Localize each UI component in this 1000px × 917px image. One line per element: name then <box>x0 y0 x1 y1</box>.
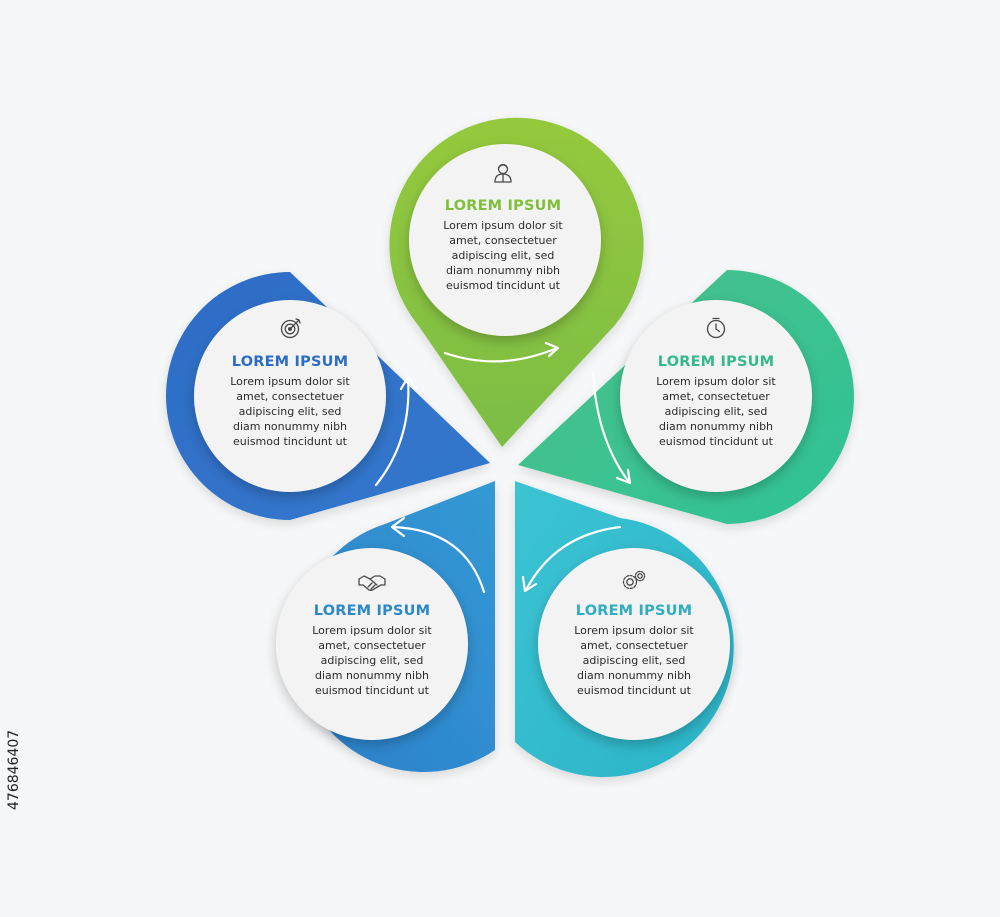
step-1-line-4: diam nonummy nibh <box>445 264 561 277</box>
step-2-line-5: euismod tincidunt ut <box>659 435 773 448</box>
step-3-line-4: diam nonummy nibh <box>576 669 692 682</box>
step-1-text: LOREM IPSUM Lorem ipsum dolor sit amet, … <box>408 198 598 293</box>
step-1-title: LOREM IPSUM <box>444 198 562 214</box>
arrow-step-5-to-1 <box>374 375 418 487</box>
step-1-line-3: adipiscing elit, sed <box>451 249 555 262</box>
step-5-title: LOREM IPSUM <box>231 354 349 370</box>
gears-icon <box>622 570 646 590</box>
target-icon <box>280 318 301 339</box>
step-5-text: LOREM IPSUM Lorem ipsum dolor sit amet, … <box>195 354 385 449</box>
step-4-line-3: adipiscing elit, sed <box>320 654 424 667</box>
step-4-line-2: amet, consectetuer <box>318 639 426 652</box>
step-2-text: LOREM IPSUM Lorem ipsum dolor sit amet, … <box>621 354 811 449</box>
step-4-line-1: Lorem ipsum dolor sit <box>312 624 432 637</box>
step-1-line-1: Lorem ipsum dolor sit <box>443 219 563 232</box>
circle-step-2 <box>620 300 812 492</box>
clock-icon <box>706 317 726 339</box>
step-3-line-5: euismod tincidunt ut <box>577 684 691 697</box>
step-3-line-1: Lorem ipsum dolor sit <box>574 624 694 637</box>
handshake-icon <box>358 575 386 591</box>
step-3-body: Lorem ipsum dolor sit amet, consectetuer… <box>539 623 729 698</box>
step-1-line-2: amet, consectetuer <box>449 234 557 247</box>
step-5-body: Lorem ipsum dolor sit amet, consectetuer… <box>195 374 385 449</box>
step-5-line-4: diam nonummy nibh <box>232 420 348 433</box>
circle-step-1 <box>409 144 601 336</box>
arrow-step-3-to-4 <box>521 525 622 593</box>
step-4-body: Lorem ipsum dolor sit amet, consectetuer… <box>277 623 467 698</box>
step-4-title: LOREM IPSUM <box>313 603 431 619</box>
step-5-line-5: euismod tincidunt ut <box>233 435 347 448</box>
person-icon <box>494 163 512 183</box>
circle-step-4 <box>276 548 468 740</box>
arrow-step-1-to-2 <box>443 341 560 363</box>
step-5-line-2: amet, consectetuer <box>236 390 344 403</box>
arrow-step-2-to-3 <box>591 371 632 485</box>
step-3-text: LOREM IPSUM Lorem ipsum dolor sit amet, … <box>539 603 729 698</box>
step-2-body: Lorem ipsum dolor sit amet, consectetuer… <box>621 374 811 449</box>
step-4-line-4: diam nonummy nibh <box>314 669 430 682</box>
step-4-line-5: euismod tincidunt ut <box>315 684 429 697</box>
circle-step-3 <box>538 548 730 740</box>
step-2-line-3: adipiscing elit, sed <box>664 405 768 418</box>
stock-id-label: 476846407 <box>6 729 22 811</box>
step-2-line-2: amet, consectetuer <box>662 390 770 403</box>
step-1-body: Lorem ipsum dolor sit amet, consectetuer… <box>408 218 598 293</box>
step-3-title: LOREM IPSUM <box>575 603 693 619</box>
step-2-line-1: Lorem ipsum dolor sit <box>656 375 776 388</box>
step-2-title: LOREM IPSUM <box>657 354 775 370</box>
step-3-line-2: amet, consectetuer <box>580 639 688 652</box>
step-4-text: LOREM IPSUM Lorem ipsum dolor sit amet, … <box>277 603 467 698</box>
step-5-line-1: Lorem ipsum dolor sit <box>230 375 350 388</box>
step-3-line-3: adipiscing elit, sed <box>582 654 686 667</box>
arrow-step-4-to-5 <box>390 516 486 594</box>
step-2-line-4: diam nonummy nibh <box>658 420 774 433</box>
step-1-line-5: euismod tincidunt ut <box>446 279 560 292</box>
circle-step-5 <box>194 300 386 492</box>
step-5-line-3: adipiscing elit, sed <box>238 405 342 418</box>
